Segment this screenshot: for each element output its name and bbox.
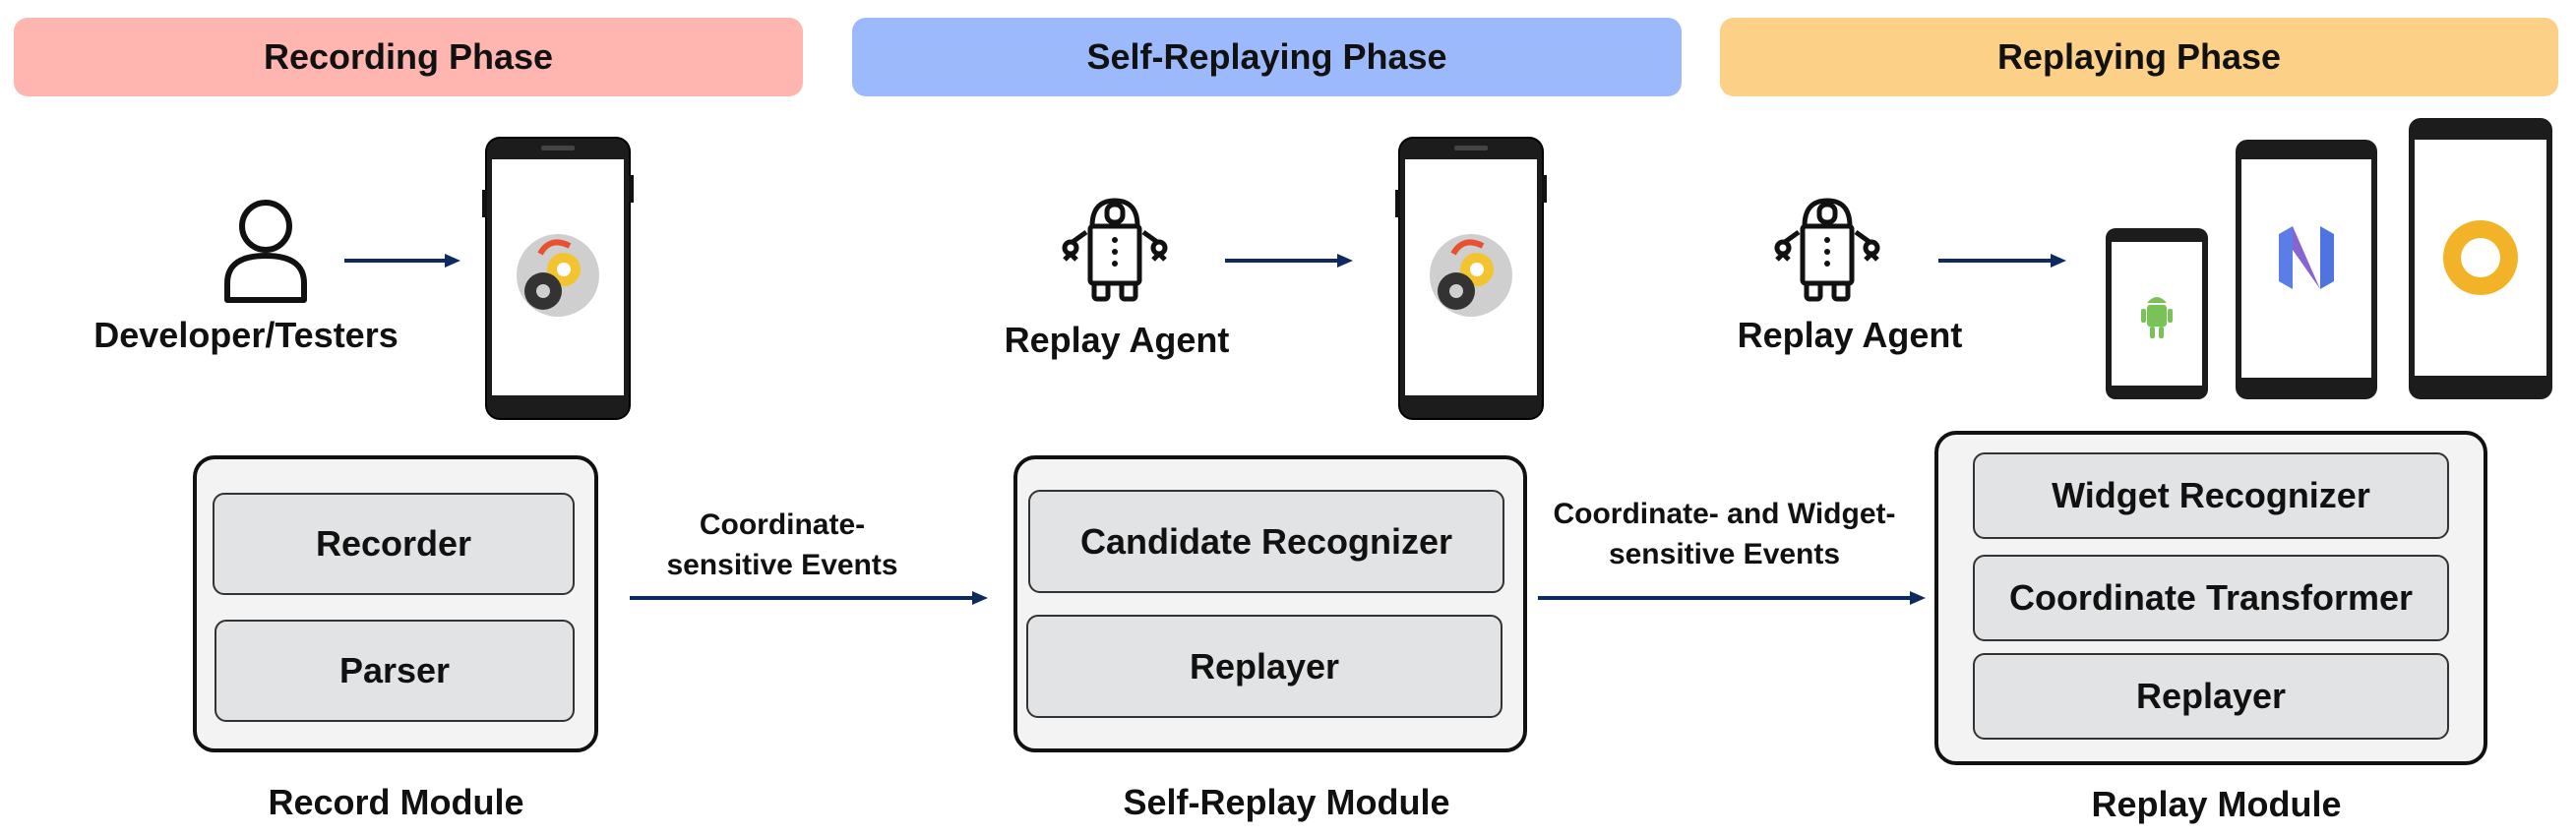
arrow-developer-to-phone [344, 254, 460, 268]
robot-icon [1774, 198, 1880, 302]
self-replaying-phase-banner: Self-Replaying Phase [852, 18, 1682, 96]
edge-label-line: sensitive Events [666, 549, 898, 581]
edge-label-line: Coordinate- [699, 508, 866, 541]
record-module-title: Record Module [268, 782, 524, 822]
parser-box: Parser [215, 620, 575, 722]
edge-label-line: sensitive Events [1608, 538, 1841, 570]
recorder-box: Recorder [213, 493, 575, 595]
replay-module-title: Replay Module [2091, 784, 2342, 824]
recording-phase-banner: Recording Phase [14, 18, 803, 96]
replayer-box: Replayer [1026, 615, 1503, 718]
arrow-selfreplay-to-replay [1538, 591, 1926, 605]
nougat-icon [2279, 226, 2334, 289]
robot-icon [1062, 198, 1168, 302]
replaying-phase-banner: Replaying Phase [1720, 18, 2558, 96]
android-icon [2141, 297, 2173, 338]
person-icon [224, 200, 307, 303]
replay-agent-label-1: Replay Agent [1004, 320, 1230, 360]
widget-recognizer-box: Widget Recognizer [1973, 452, 2449, 539]
edge-label-coordinate-widget-events: Coordinate- and Widget- sensitive Events [1535, 494, 1914, 574]
app-gear-icon [1430, 234, 1512, 317]
phone-icon [2409, 118, 2552, 399]
app-gear-icon [517, 234, 599, 317]
developer-label: Developer/Testers [93, 315, 399, 355]
edge-label-coordinate-events: Coordinate- sensitive Events [620, 505, 945, 585]
arrow-agent-to-phones-2 [1938, 254, 2066, 268]
phone-icon [2106, 228, 2208, 399]
candidate-recognizer-box: Candidate Recognizer [1028, 490, 1504, 593]
coordinate-transformer-box: Coordinate Transformer [1973, 555, 2449, 641]
phone-icon [1395, 137, 1547, 420]
oreo-icon [2443, 220, 2518, 295]
phone-icon [482, 137, 634, 420]
replayer-box: Replayer [1973, 653, 2449, 740]
arrow-record-to-selfreplay [630, 591, 988, 605]
arrow-agent-to-phone-1 [1225, 254, 1353, 268]
edge-label-line: Coordinate- and Widget- [1553, 498, 1896, 530]
self-replay-module-title: Self-Replay Module [1123, 782, 1450, 822]
replay-agent-label-2: Replay Agent [1737, 315, 1963, 355]
phone-icon [2236, 140, 2377, 399]
